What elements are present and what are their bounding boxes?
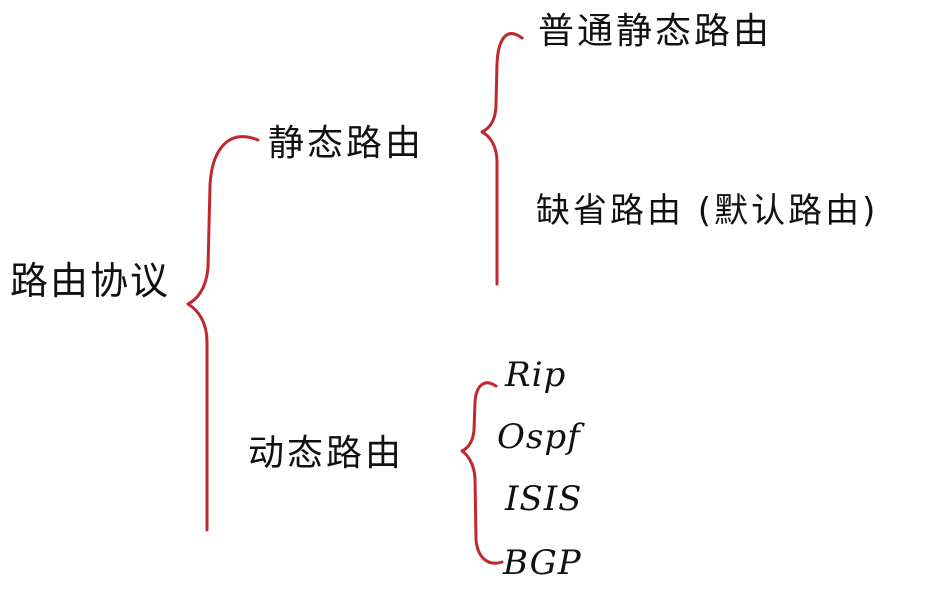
bgp-protocol-label: BGP (503, 543, 582, 583)
static-routing-label: 静态路由 (268, 123, 425, 164)
isis-protocol-label: ISIS (505, 479, 583, 519)
root-node-label: 路由协议 (10, 259, 171, 303)
default-route-label: 缺省路由 (默认路由) (536, 191, 879, 231)
dynamic-routing-label: 动态路由 (248, 433, 405, 474)
dynamic-brace (460, 381, 504, 565)
rip-protocol-label: Rip (505, 355, 567, 395)
root-brace (186, 135, 260, 532)
normal-static-route-label: 普通静态路由 (538, 11, 773, 52)
ospf-protocol-label: Ospf (497, 417, 581, 457)
static-brace (480, 32, 524, 286)
